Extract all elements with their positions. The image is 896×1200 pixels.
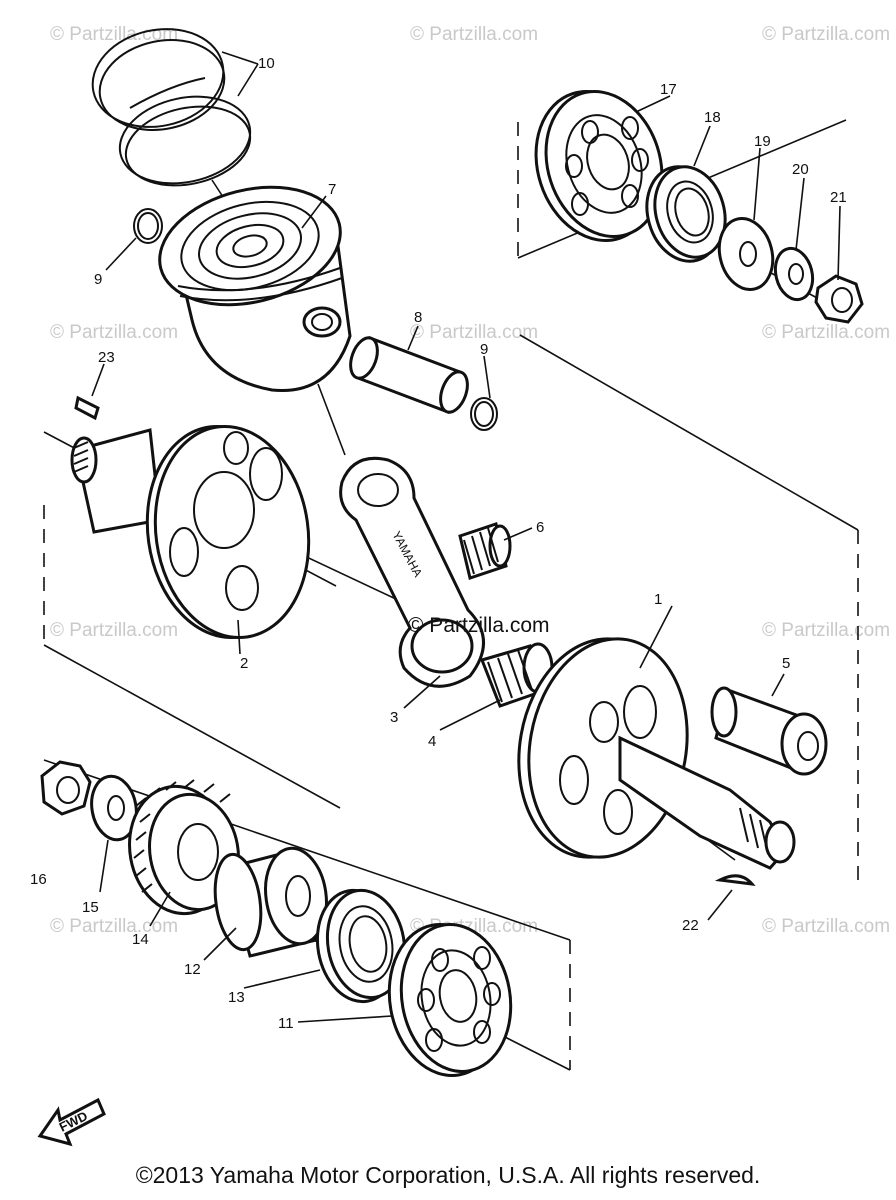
bearing-11 [387, 923, 513, 1077]
callout-18: 18 [704, 109, 721, 126]
woodruff-key-23 [74, 395, 100, 421]
watermark: © Partzilla.com [762, 322, 890, 343]
watermark: © Partzilla.com [50, 916, 178, 937]
oil-seal-13 [315, 888, 407, 1004]
callout-19: 19 [754, 133, 771, 150]
piston-pin-clip-lower [470, 397, 498, 431]
lock-washer-20 [773, 246, 815, 302]
connecting-rod: YAMAHA [339, 456, 485, 688]
callout-9-lower: 9 [480, 341, 488, 358]
callout-2: 2 [240, 655, 248, 672]
callout-15: 15 [82, 899, 99, 916]
watermark: © Partzilla.com [762, 24, 890, 45]
watermark-layer: © Partzilla.com © Partzilla.com © Partzi… [50, 24, 890, 937]
piston-pin-clip-upper [133, 208, 163, 244]
callout-7: 7 [328, 181, 336, 198]
spacer-12 [213, 846, 328, 958]
callout-8: 8 [414, 309, 422, 326]
piston-pin [349, 336, 469, 414]
leader-lines [91, 51, 841, 1023]
callout-12: 12 [184, 961, 201, 978]
callout-5: 5 [782, 655, 790, 672]
callout-6: 6 [536, 519, 544, 536]
nut-21 [814, 274, 864, 324]
left-crank-half [70, 425, 311, 639]
watermark: © Partzilla.com [50, 620, 178, 641]
piston-rings [91, 28, 252, 187]
callout-23: 23 [98, 349, 115, 366]
watermark: © Partzilla.com [762, 916, 890, 937]
watermark: © Partzilla.com [50, 24, 178, 45]
callout-1: 1 [654, 591, 662, 608]
callout-labels: 1 2 3 4 5 6 7 8 9 9 10 11 12 13 14 15 16… [30, 55, 847, 1032]
callout-14: 14 [132, 931, 149, 948]
callout-10: 10 [258, 55, 275, 72]
forward-arrow-icon: FWD [37, 1097, 106, 1147]
watermark: © Partzilla.com [762, 620, 890, 641]
washer-15 [90, 774, 138, 842]
piston [158, 185, 352, 393]
small-end-bearing [458, 522, 512, 580]
callout-22: 22 [682, 917, 699, 934]
callout-4: 4 [428, 733, 436, 750]
right-crank-half [517, 637, 796, 870]
callout-21: 21 [830, 189, 847, 206]
center-watermark: © Partzilla.com [408, 614, 550, 637]
watermark: © Partzilla.com [410, 24, 538, 45]
woodruff-key-22 [714, 874, 756, 886]
callout-17: 17 [660, 81, 677, 98]
bearing-17 [534, 90, 664, 242]
oil-seal-18 [645, 165, 727, 263]
callout-11: 11 [278, 1015, 294, 1032]
copyright-notice: ©2013 Yamaha Motor Corporation, U.S.A. A… [135, 1162, 761, 1188]
callout-9-upper: 9 [94, 271, 102, 288]
washer-19 [717, 217, 775, 291]
callout-16: 16 [30, 871, 47, 888]
callout-20: 20 [792, 161, 809, 178]
collar [710, 686, 828, 776]
callout-13: 13 [228, 989, 245, 1006]
nut-16 [40, 760, 92, 816]
watermark: © Partzilla.com [410, 322, 538, 343]
watermark: © Partzilla.com [50, 322, 178, 343]
callout-3: 3 [390, 709, 398, 726]
